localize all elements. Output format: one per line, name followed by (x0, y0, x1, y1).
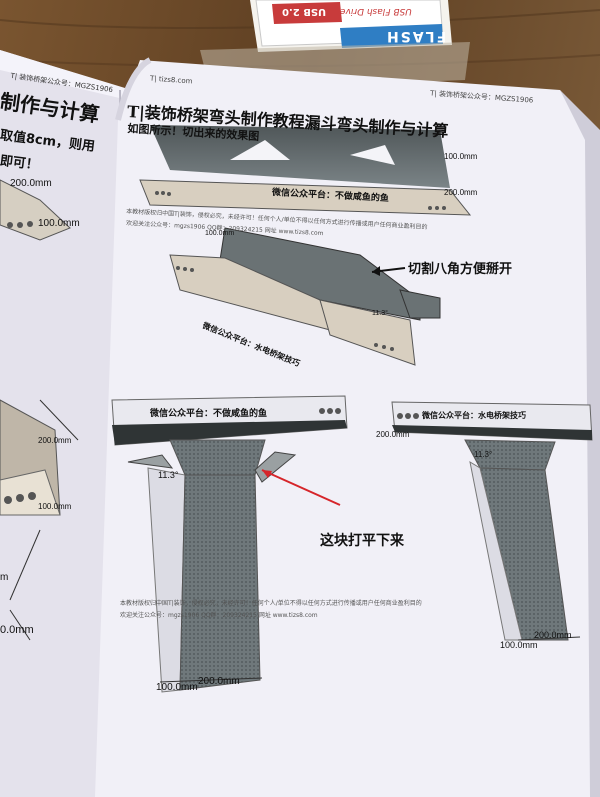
left-dim-5: m (0, 572, 9, 583)
left-dim-2: 100.0mm (38, 218, 80, 229)
usb-drive-label: USB Flash Drive (340, 6, 412, 16)
usb-blue-band (340, 24, 443, 48)
copyright-2: 本教材版权归中国T|装饰，侵权必究，未经许可！任何个人/单位不得以任何方式进行传… (120, 600, 422, 607)
fig3-dim-1: 100.0mm (156, 682, 198, 693)
usb-label: USB 2.0 (282, 6, 327, 17)
fig4-dim-4: 200.0mm (534, 630, 572, 640)
fig4-dim-3: 100.0mm (500, 640, 538, 650)
fig1-dim-1: 100.0mm (444, 152, 478, 161)
fig3-annotation: 这块打平下来 (320, 533, 404, 549)
left-dim-6: 0.0mm (0, 624, 34, 636)
fig2-annotation: 切割八角方便掰开 (408, 262, 513, 277)
fig1-dim-2: 200.0mm (444, 188, 478, 197)
contact-2: 欢迎关注公众号：mgzs1906 QQ群：209324215 网址 www.ti… (120, 612, 318, 619)
fig3-label: 微信公众平台：不做咸鱼的鱼 (150, 409, 268, 419)
fig3-dim-2: 200.0mm (198, 676, 240, 687)
left-dim-1: 200.0mm (10, 178, 52, 189)
left-dim-4: 100.0mm (38, 502, 72, 511)
fig4-dim-2: 11.3° (474, 450, 493, 459)
usb-brand: FLASH (385, 28, 447, 44)
left-dim-3: 200.0mm (38, 436, 72, 445)
fig2-dim-2: 11.3° (372, 310, 388, 317)
fig3-angle: 11.3° (158, 470, 179, 480)
fig4-dim-1: 200.0mm (376, 430, 410, 439)
fig4-label: 微信公众平台：水电桥架技巧 (422, 411, 526, 420)
fig2-dim-1: 100.0mm (205, 230, 235, 237)
